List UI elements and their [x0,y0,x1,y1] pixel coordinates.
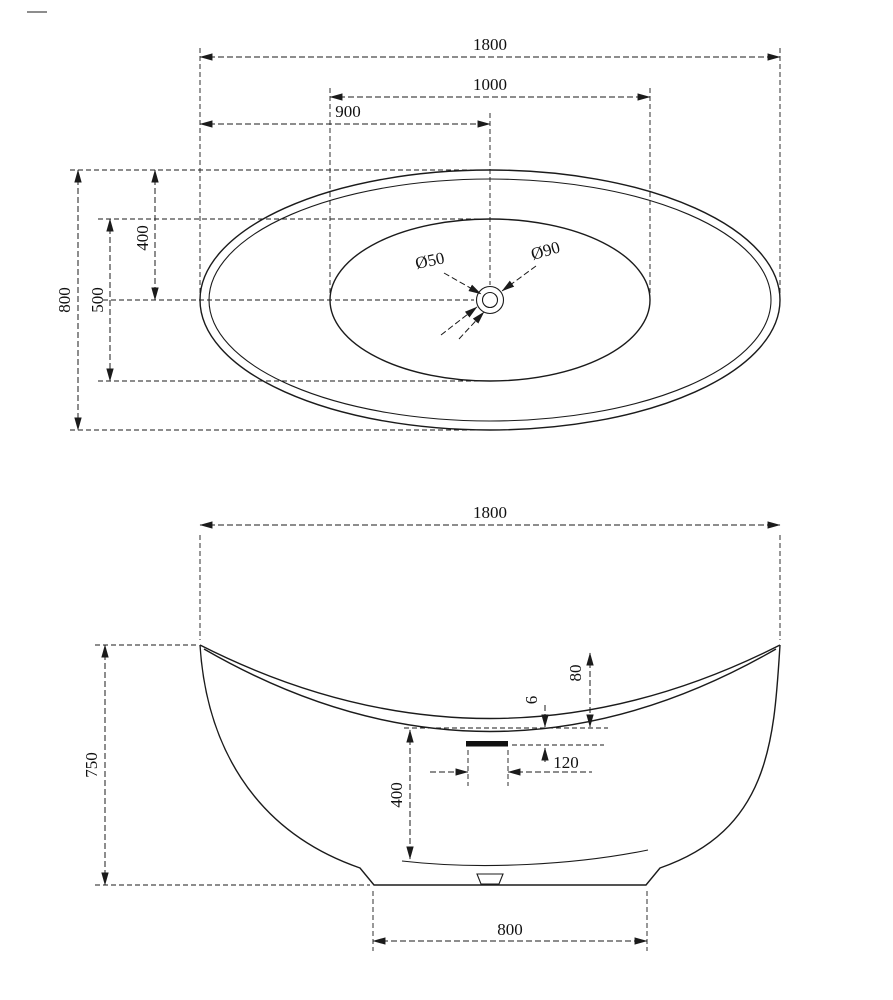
dim-label-elev-750: 750 [82,752,101,778]
elevation-basin-floor-line [401,849,649,867]
elevation-back-rim-curve [199,644,781,720]
leader-drain-90 [501,265,537,292]
plan-drain-outer-circle [475,285,505,315]
dim-label-elev-800: 800 [497,920,523,939]
elevation-overflow-slot [466,741,508,747]
dim-label-plan-900: 900 [335,102,361,121]
elevation-view: 1800 750 400 80 6 120 800 [82,503,781,951]
dim-label-elev-120: 120 [553,753,579,772]
dim-label-plan-1000: 1000 [473,75,507,94]
leader-drain-lower-left-2 [458,311,485,340]
elevation-front-rim-curve [203,648,777,733]
plan-drain-inner-circle [481,291,499,309]
elevation-drain-nub [476,873,504,885]
dim-label-elev-400: 400 [387,782,406,808]
leader-drain-lower-left [440,306,478,336]
plan-inner-rim-ellipse [208,178,772,422]
leader-drain-50 [443,272,482,295]
dim-label-plan-500: 500 [88,287,107,313]
dim-label-plan-400: 400 [133,225,152,251]
dim-label-plan-800: 800 [55,287,74,313]
dim-label-drain-50: Ø50 [414,248,447,273]
dim-label-plan-1800: 1800 [473,35,507,54]
dim-label-elev-6: 6 [522,696,541,705]
plan-view: 1800 1000 900 800 500 400 Ø50 Ø90 [55,35,781,431]
elevation-body-outline [199,644,781,886]
dim-label-drain-90: Ø90 [529,238,562,264]
dim-label-elev-80: 80 [566,665,585,682]
dim-label-elev-1800: 1800 [473,503,507,522]
